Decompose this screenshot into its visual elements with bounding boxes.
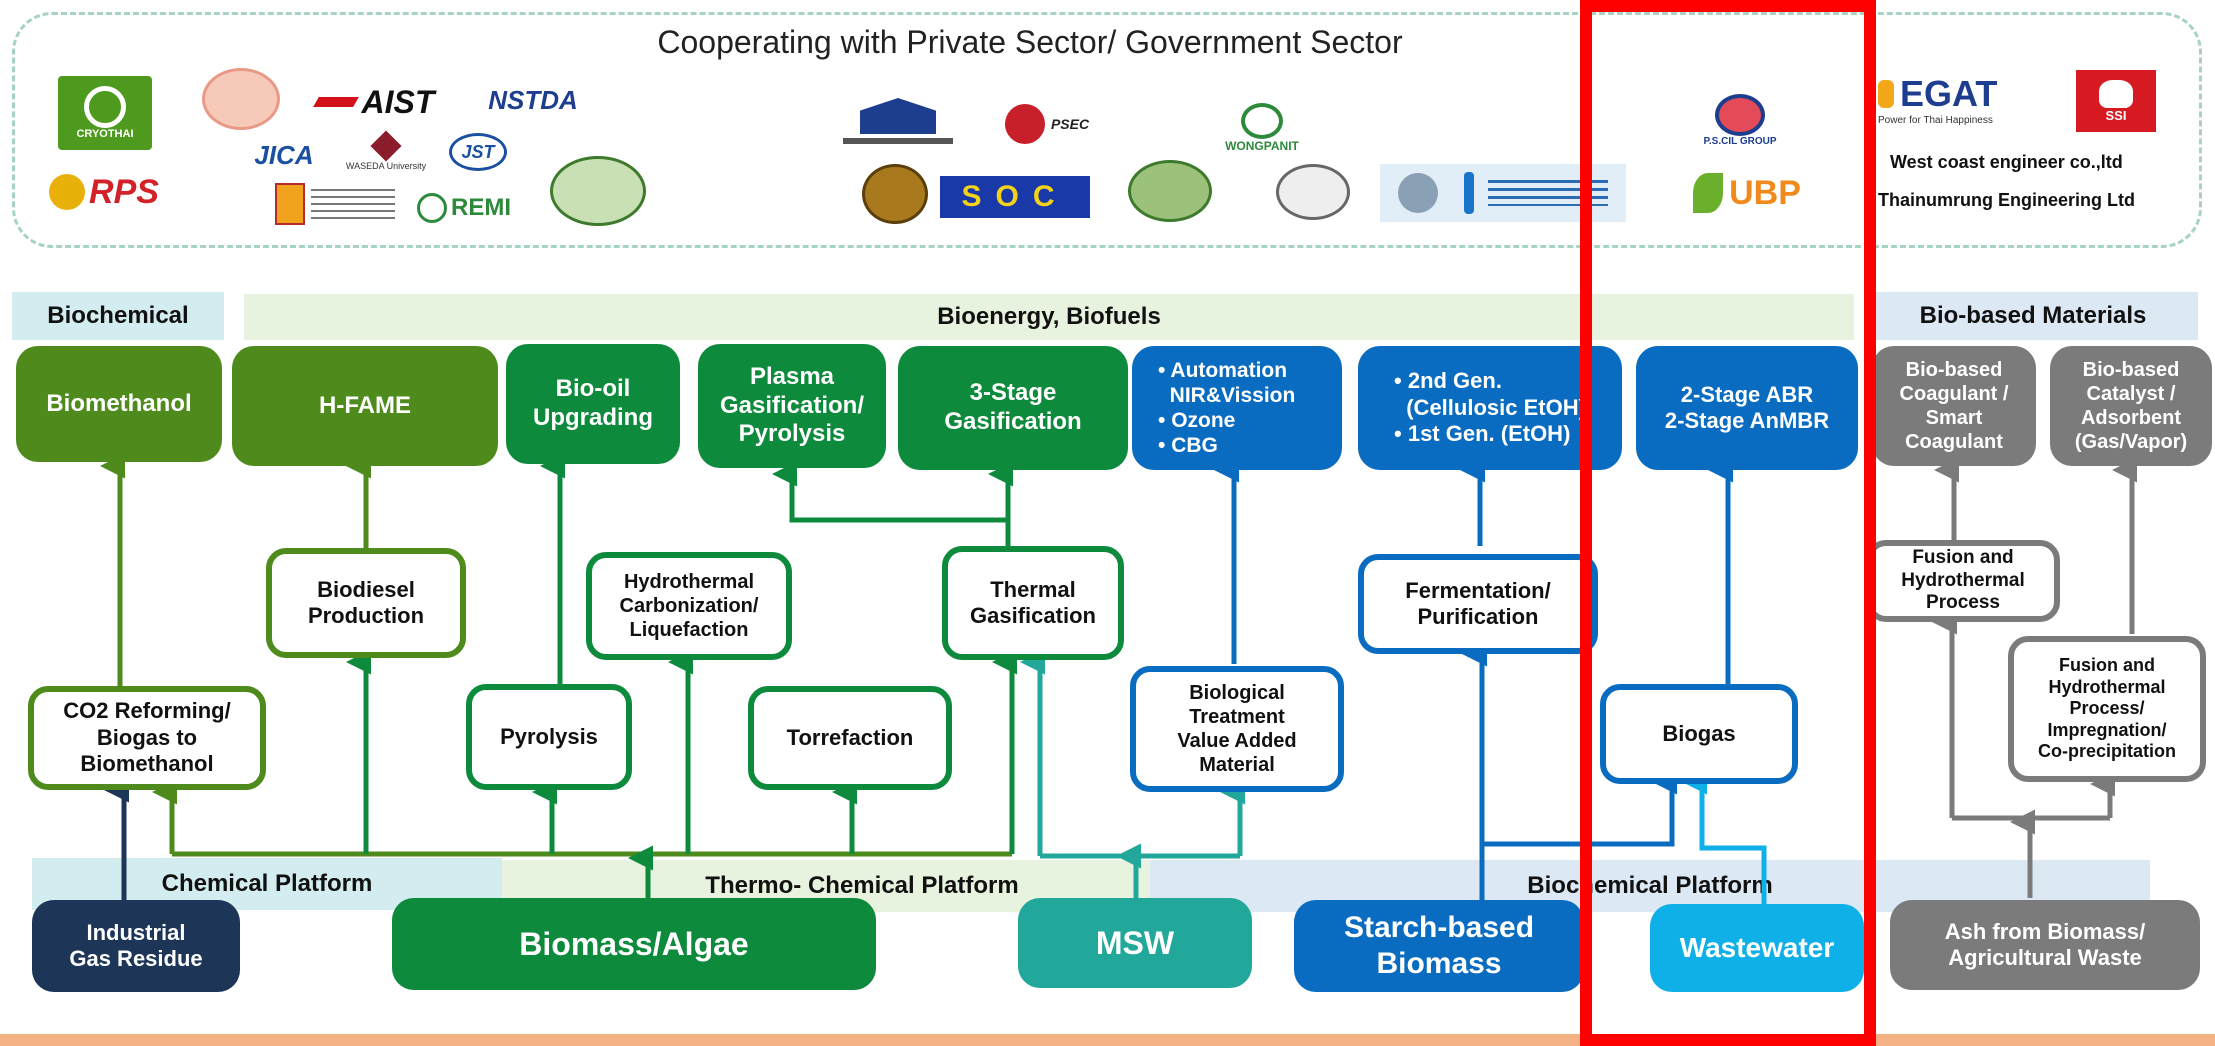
biochemical-band: Biochemical bbox=[12, 292, 224, 340]
biogas-box: Biogas bbox=[1600, 684, 1798, 784]
starch-based-biomass-box: Starch-based Biomass bbox=[1294, 900, 1584, 992]
ash-agricultural-waste-box: Ash from Biomass/ Agricultural Waste bbox=[1890, 900, 2200, 990]
industrial-gas-residue-box: Industrial Gas Residue bbox=[32, 900, 240, 992]
footer-strip bbox=[0, 1034, 2215, 1046]
wastewater-box: Wastewater bbox=[1650, 904, 1864, 992]
partner-panel-title: Cooperating with Private Sector/ Governm… bbox=[657, 24, 1403, 60]
fusion-hydrothermal-box: Fusion and Hydrothermal Process bbox=[1866, 540, 2060, 622]
thermal-gasification-box: Thermal Gasification bbox=[942, 546, 1124, 660]
soc-logo: SOC bbox=[940, 176, 1090, 218]
partner-panel bbox=[12, 12, 2202, 248]
remi-logo: REMI bbox=[404, 188, 524, 228]
nir-vission-bullet: NIR&Vission bbox=[1169, 383, 1296, 407]
automation-box: • Automation NIR&Vission • Ozone • CBG bbox=[1132, 346, 1342, 470]
hydrothermal-carbonization-box: Hydrothermal Carbonization/ Liquefaction bbox=[586, 552, 792, 660]
university-seal-green-logo bbox=[550, 156, 646, 226]
nstda-logo: NSTDA bbox=[488, 84, 578, 115]
westcoast-engineer-text: West coast engineer co.,ltd bbox=[1890, 152, 2123, 172]
fermentation-purification-box: Fermentation/ Purification bbox=[1358, 554, 1598, 654]
first-gen-bullet: • 1st Gen. (EtOH) bbox=[1394, 421, 1571, 447]
thai-seal-gray-logo bbox=[1276, 164, 1350, 220]
plasma-gasification-box: Plasma Gasification/ Pyrolysis bbox=[698, 344, 886, 468]
jica-logo: JICA bbox=[254, 139, 314, 170]
thai-seal-gold-logo bbox=[862, 164, 928, 224]
3-stage-gasification-box: 3-Stage Gasification bbox=[898, 346, 1128, 470]
psec-logo: PSEC bbox=[988, 96, 1106, 152]
ozone-bullet: • Ozone bbox=[1158, 409, 1236, 432]
jst-logo: JST bbox=[446, 130, 510, 174]
bio-based-catalyst-box: Bio-based Catalyst / Adsorbent (Gas/Vapo… bbox=[2050, 346, 2212, 466]
thainumrung-engineering-text: Thainumrung Engineering Ltd bbox=[1878, 190, 2135, 210]
co2-reforming-label: CO2 Reforming/ Biogas to Biomethanol bbox=[63, 698, 231, 777]
2-stage-abr-box: 2-Stage ABR 2-Stage AnMBR bbox=[1636, 346, 1858, 470]
wcm-logo bbox=[838, 92, 958, 150]
h-fame-box: H-FAME bbox=[232, 346, 498, 466]
ethanol-generation-box: • 2nd Gen. (Cellulosic EtOH) • 1st Gen. … bbox=[1358, 346, 1622, 470]
biomass-algae-box: Biomass/Algae bbox=[392, 898, 876, 990]
pyrolysis-box: Pyrolysis bbox=[466, 684, 632, 790]
bio-oil-upgrading-box: Bio-oil Upgrading bbox=[506, 344, 680, 464]
wongpanit-logo: WONGPANIT bbox=[1214, 96, 1310, 160]
cellulosic-etoh-text: (Cellulosic EtOH) bbox=[1406, 394, 1586, 420]
co2-reforming-box: CO2 Reforming/ Biogas to Biomethanol bbox=[28, 686, 266, 790]
thai-university-seal-logo bbox=[202, 68, 280, 130]
biological-treatment-box: Biological Treatment Value Added Materia… bbox=[1130, 666, 1344, 792]
msw-box: MSW bbox=[1018, 898, 1252, 988]
torrefaction-box: Torrefaction bbox=[748, 686, 952, 790]
agency-seal-green-logo bbox=[1128, 160, 1212, 222]
cbg-bullet: • CBG bbox=[1158, 434, 1218, 458]
waseda-logo: WASEDA University bbox=[324, 130, 448, 174]
egat-logo: EGAT Power for Thai Happiness bbox=[1878, 72, 1998, 126]
fusion-impregnation-box: Fusion and Hydrothermal Process/ Impregn… bbox=[2008, 636, 2206, 782]
kmutt-logo bbox=[272, 180, 398, 228]
bio-based-materials-band: Bio-based Materials bbox=[1868, 292, 2198, 340]
second-gen-bullet: • 2nd Gen. bbox=[1394, 368, 1502, 394]
aist-logo: AIST bbox=[300, 82, 450, 122]
bio-based-coagulant-box: Bio-based Coagulant / Smart Coagulant bbox=[1872, 346, 2036, 466]
highlight-rectangle bbox=[1580, 0, 1876, 1046]
cryothai-logo: CRYOTHAI bbox=[58, 76, 152, 150]
pscil-group-logo: P.S.CIL GROUP bbox=[1690, 84, 1790, 156]
ssi-logo: SSI bbox=[2076, 70, 2156, 132]
ubp-logo: UBP bbox=[1672, 164, 1822, 222]
biomethanol-box: Biomethanol bbox=[16, 346, 222, 462]
biodiesel-production-box: Biodiesel Production bbox=[266, 548, 466, 658]
automation-bullet: • Automation bbox=[1158, 358, 1288, 382]
rps-logo: RPS bbox=[34, 168, 174, 216]
